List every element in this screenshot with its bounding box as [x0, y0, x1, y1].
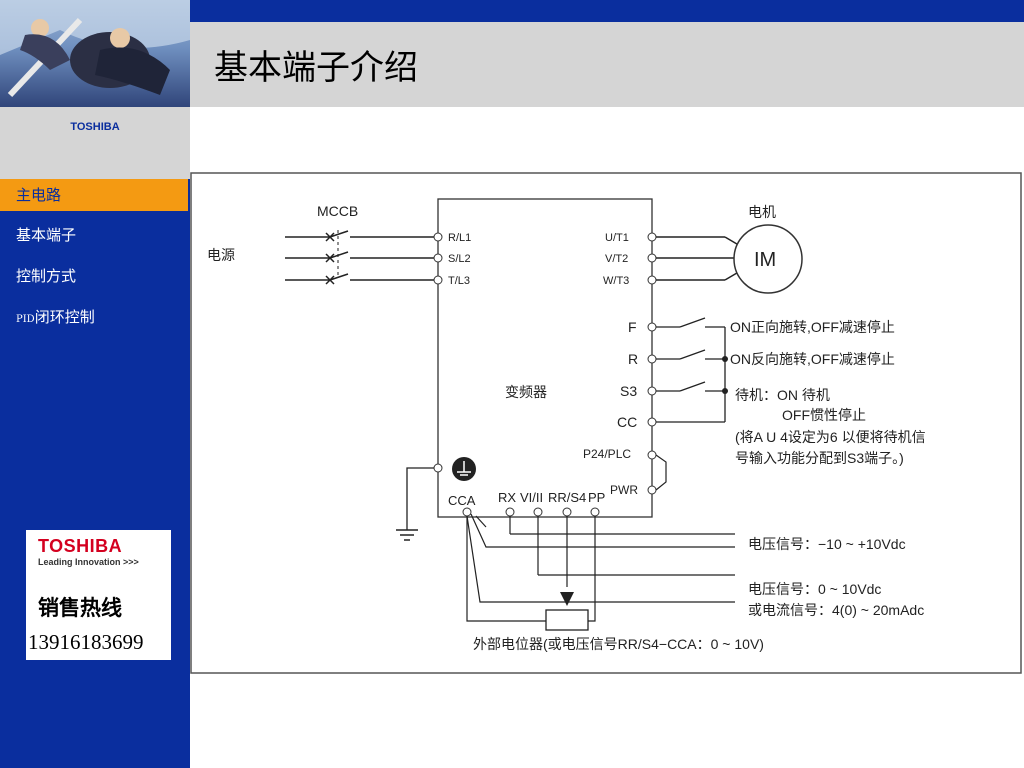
nav-prefix: PID: [16, 314, 35, 325]
analog-wiring: [466, 513, 735, 622]
note-forward: ON正向施转,OFF减速停止: [730, 319, 895, 335]
terminal-s-l2: S/L2: [448, 253, 471, 265]
terminal-vi-ii: VI/II: [520, 490, 543, 505]
signal-voltage-bipolar: 电压信号：−10 ~ +10Vdc: [748, 536, 906, 552]
brand-text: TOSHIBA: [70, 121, 120, 133]
title-bar: [190, 22, 1024, 107]
control-terminals: [647, 322, 657, 495]
power-source-label: 电源: [207, 247, 235, 263]
terminal-u-t1: U/T1: [605, 232, 629, 244]
input-terminals: [433, 232, 443, 285]
ad-brand: TOSHIBA: [38, 536, 123, 556]
pot-wiper-arrow: [560, 592, 574, 606]
nav-label: 主电路: [16, 186, 62, 204]
nav-item-pid-control[interactable]: PID闭环控制: [0, 301, 188, 333]
ground-terminal: [433, 463, 443, 473]
note-standby-off: OFF惯性停止: [782, 407, 866, 423]
wiring-diagram: 变频器 MCCB 电源 R/L1 S/L2 T/L3 U/T1 V/T2 W/T…: [190, 172, 1022, 674]
potentiometer-note: 外部电位器(或电压信号RR/S4−CCA：0 ~ 10V): [473, 636, 764, 652]
sales-hotline-ad: TOSHIBA Leading Innovation >>> 销售热线 1391…: [26, 530, 171, 660]
ground-wire: [406, 467, 434, 530]
nav-item-main-circuit[interactable]: 主电路: [0, 179, 188, 211]
ground-symbol: [396, 529, 418, 541]
chassis-ground-icon: [452, 457, 476, 481]
signal-current: 或电流信号：4(0) ~ 20mAdc: [748, 602, 924, 618]
terminal-s3: S3: [620, 383, 637, 399]
note-standby-setting: (将A U 4设定为6 以便将待机信: [735, 429, 926, 445]
nav-label: 基本端子: [16, 226, 77, 244]
motor-label: 电机: [748, 204, 776, 220]
inverter-label: 变频器: [505, 384, 547, 400]
terminal-rr-s4: RR/S4: [548, 490, 586, 505]
terminal-cc: CC: [617, 414, 637, 430]
ad-phone: 13916183699: [28, 630, 144, 654]
nav-label: 闭环控制: [34, 308, 95, 326]
terminal-f: F: [628, 319, 637, 335]
brand-panel: TOSHIBA: [0, 107, 190, 179]
p24-pwr-jumper: [655, 454, 667, 491]
terminal-pwr: PWR: [610, 483, 638, 497]
note-standby-on: 待机：ON 待机: [735, 387, 830, 403]
mccb-label: MCCB: [317, 203, 358, 219]
terminal-pp: PP: [588, 490, 605, 505]
page-title: 基本端子介绍: [214, 48, 418, 88]
top-bar: [190, 0, 1024, 22]
power-lines: [285, 230, 434, 285]
control-switches: [656, 317, 726, 423]
terminal-r-l1: R/L1: [448, 232, 471, 244]
nav-label: 控制方式: [16, 267, 77, 285]
switch-junctions: [722, 356, 728, 394]
terminal-cca: CCA: [448, 493, 476, 508]
terminal-w-t3: W/T3: [603, 275, 629, 287]
terminal-v-t2: V/T2: [605, 253, 628, 265]
motor-lines: [656, 236, 743, 281]
output-terminals: [647, 232, 657, 285]
nav-item-basic-terminals[interactable]: 基本端子: [0, 219, 188, 251]
terminal-t-l3: T/L3: [448, 275, 470, 287]
terminal-p24-plc: P24/PLC: [583, 447, 631, 461]
terminal-r: R: [628, 351, 638, 367]
external-potentiometer: [545, 609, 589, 631]
ad-tagline: Leading Innovation >>>: [38, 557, 139, 567]
note-standby-assign: 号输入功能分配到S3端子。): [735, 450, 904, 466]
signal-voltage-unipolar: 电压信号：0 ~ 10Vdc: [748, 581, 881, 597]
motor-im-label: IM: [754, 249, 776, 271]
motor-symbol: [733, 224, 803, 294]
ad-hotline-label: 销售热线: [38, 596, 122, 620]
diagram-frame: [190, 172, 1022, 674]
nav-item-control-method[interactable]: 控制方式: [0, 260, 188, 292]
terminal-rx: RX: [498, 490, 516, 505]
note-reverse: ON反向施转,OFF减速停止: [730, 351, 895, 367]
header-photo: [0, 0, 190, 107]
